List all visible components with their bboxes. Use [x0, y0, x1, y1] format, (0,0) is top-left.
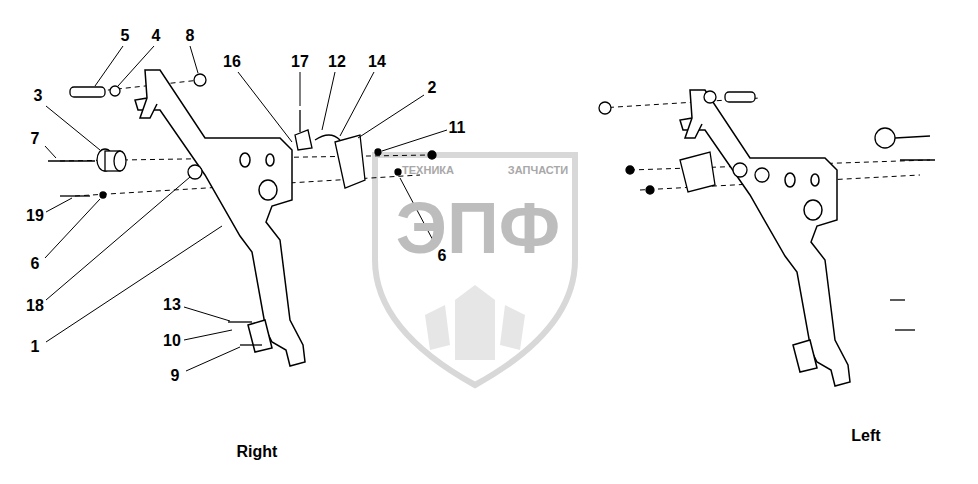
callout-number: 12 [328, 54, 346, 70]
callout-number: 2 [428, 80, 437, 96]
callout-number: 6 [31, 256, 40, 272]
callout-number: 4 [152, 28, 161, 44]
watermark-text: ТЕХНИКА [402, 165, 454, 176]
watermark-text: ЭПФ [396, 192, 560, 264]
callout-number: 17 [291, 54, 309, 70]
callout-number: 7 [31, 131, 40, 147]
callout-number: 16 [223, 54, 241, 70]
callout-number: 14 [368, 54, 386, 70]
view-label: Right [237, 444, 278, 460]
view-label: Left [851, 428, 880, 444]
callout-number: 8 [186, 28, 195, 44]
watermark-text: ЗАПЧАСТИ [508, 165, 568, 176]
callout-number: 3 [34, 88, 43, 104]
callout-number: 13 [163, 297, 181, 313]
callout-number: 18 [26, 298, 44, 314]
callout-number: 5 [121, 28, 130, 44]
callout-number: 10 [163, 333, 181, 349]
callout-number: 11 [449, 120, 466, 136]
callout-number: 19 [26, 208, 44, 224]
bracket [135, 70, 305, 366]
hardware [599, 91, 935, 330]
callout-number: 1 [31, 339, 40, 355]
hardware [48, 74, 436, 345]
watermark-shield [375, 155, 575, 385]
leader-line [45, 46, 447, 371]
callout-number: 9 [171, 368, 180, 384]
